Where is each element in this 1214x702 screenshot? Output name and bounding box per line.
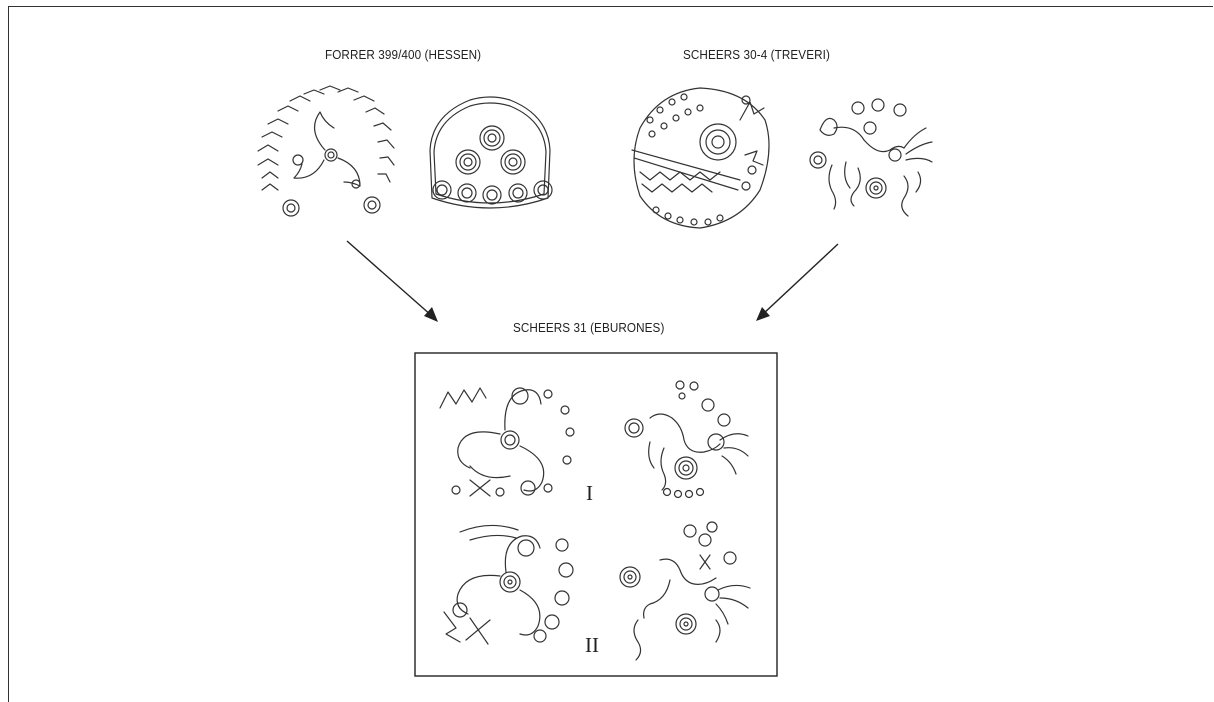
variant-label-ii: II [585,633,599,658]
variant-label-i: I [586,481,593,506]
